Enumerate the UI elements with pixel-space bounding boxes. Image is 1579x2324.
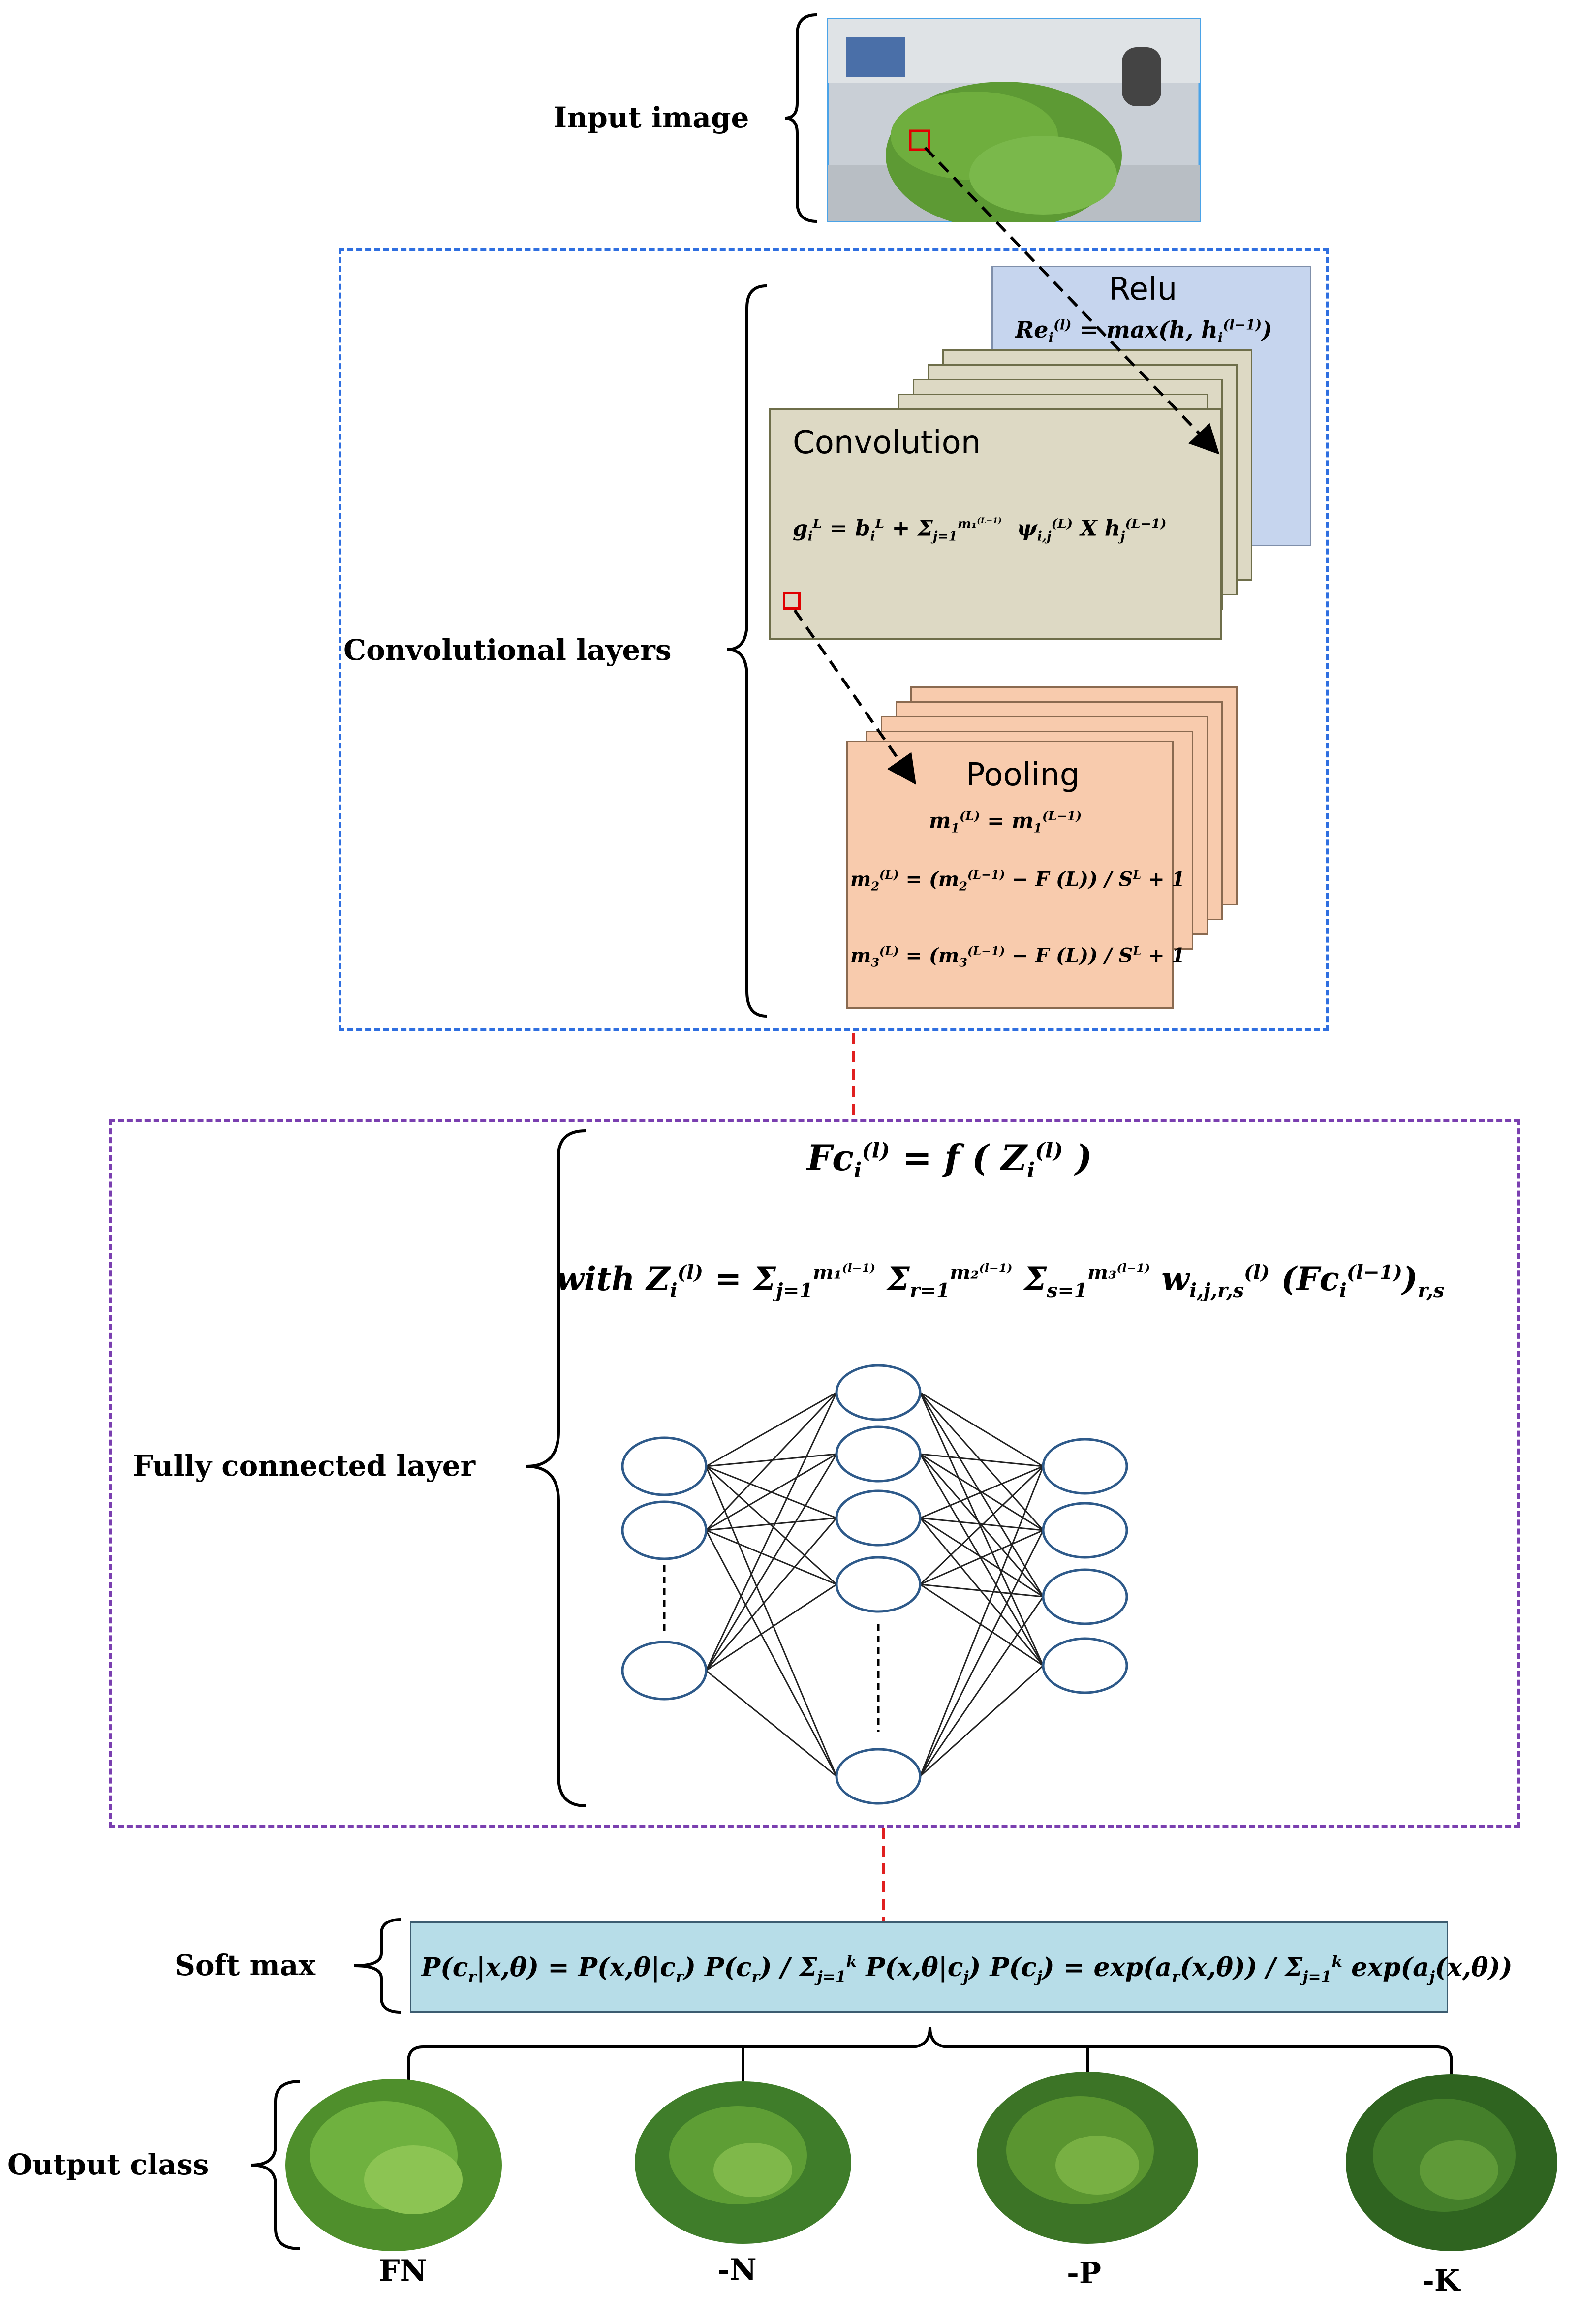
fully-connected-label: Fully connected layer (133, 1449, 476, 1483)
input-image-label: Input image (554, 101, 749, 134)
softmax-box: P(cr|x,θ) = P(x,θ|cr) P(cr) / Σj=1k P(x,… (410, 1921, 1513, 2013)
pooling-formula-1: m1(L) = m1(L−1) (929, 808, 1082, 836)
hidden-node (835, 1556, 922, 1613)
fc-formula-2: with Zi(l) = Σj=1m₁(l−1) Σr=1m₂(l−1) Σs=… (556, 1260, 1445, 1302)
lettuce-k-image (1346, 2074, 1557, 2251)
input-node (621, 1436, 708, 1496)
lettuce-fn-image (285, 2079, 502, 2251)
input-to-conv-arrow (924, 146, 1220, 455)
class-label-n: -N (717, 2253, 757, 2287)
lettuce-n-image (635, 2081, 851, 2244)
softmax-brace (354, 1918, 402, 2014)
lettuce-p-image (977, 2072, 1198, 2244)
pooling-formula-3: m3(L) = (m3(L−1) − F (L)) / SL + 1 (850, 944, 1185, 970)
output-node (1042, 1502, 1128, 1559)
hidden-node (835, 1748, 922, 1805)
pooling-card: Pooling m1(L) = m1(L−1) m2(L) = (m2(L−1)… (846, 741, 1185, 1009)
convolution-formula: giL = biL + Σj=1m₁(L−1) ψi,j(L) X hj(L−1… (793, 516, 1167, 544)
hidden-node (835, 1425, 922, 1483)
convolution-title: Convolution (793, 425, 981, 461)
output-class-label: Output class (7, 2148, 209, 2181)
network-edges (705, 1392, 1044, 1777)
fully-connected-box (109, 1119, 1520, 1828)
input-node (621, 1500, 708, 1560)
input-node (621, 1641, 708, 1701)
soft-max-label: Soft max (175, 1949, 316, 1982)
convolutional-layers-label: Convolutional layers (343, 633, 672, 667)
class-label-p: -P (1067, 2256, 1102, 2291)
class-label-k: -K (1422, 2263, 1460, 2298)
class-label-fn: FN (379, 2254, 427, 2288)
relu-formula: Rei(l) = max(h, hi(l−1)) (1015, 316, 1272, 346)
convolution-card: Convolution giL = biL + Σj=1m₁(L−1) ψi,j… (769, 408, 1222, 640)
output-node (1042, 1637, 1128, 1694)
softmax-formula: P(cr|x,θ) = P(x,θ|cr) P(cr) / Σj=1k P(x,… (421, 1952, 1513, 1986)
conv-to-pool-arrow (793, 609, 916, 785)
hidden-node (835, 1489, 922, 1547)
convolutional-layers-box (339, 248, 1329, 1031)
input-image (827, 18, 1201, 222)
output-node (1042, 1438, 1128, 1495)
convolution-filter-marker (783, 592, 801, 610)
hidden-node (835, 1364, 922, 1421)
fc-formula-1: Fci(l) = f ( Zi(l) ) (807, 1137, 1092, 1183)
output-node (1042, 1568, 1128, 1625)
conv-brace (727, 284, 767, 1018)
fc-brace (526, 1129, 586, 1807)
relu-title: Relu (1109, 271, 1177, 308)
pooling-formula-2: m2(L) = (m2(L−1) − F (L)) / SL + 1 (850, 868, 1185, 894)
input-brace (784, 13, 817, 223)
pooling-title: Pooling (966, 757, 1080, 793)
